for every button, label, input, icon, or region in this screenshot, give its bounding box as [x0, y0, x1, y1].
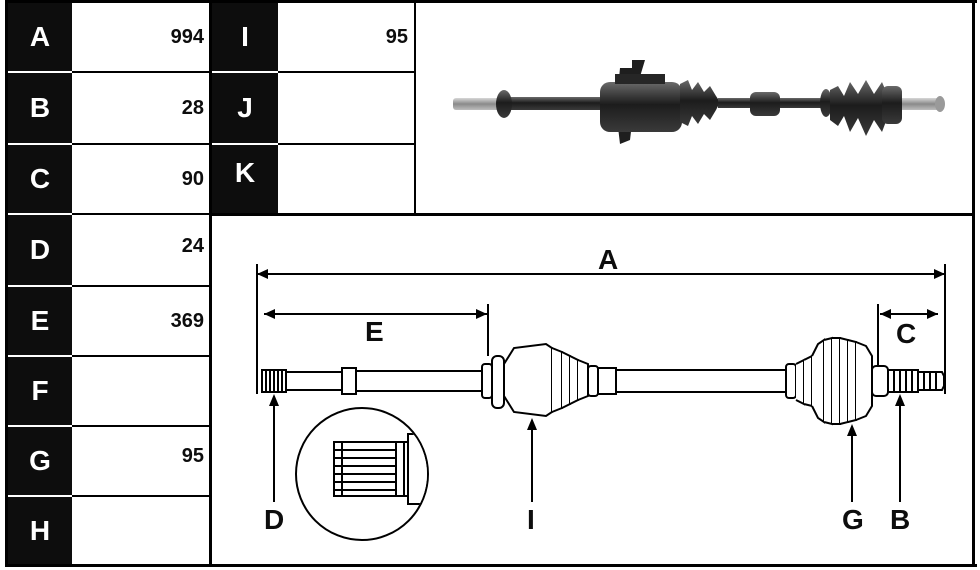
grid-line	[72, 213, 212, 215]
frame-bottom	[5, 564, 977, 567]
spec-label-j: J	[212, 73, 278, 143]
frame-top	[5, 0, 977, 3]
grid-line	[209, 3, 212, 564]
grid-line	[72, 425, 212, 427]
grid-line	[72, 143, 212, 145]
dim-label-b: B	[890, 504, 911, 535]
drive-shaft-drawing	[256, 264, 946, 541]
grid-line	[72, 355, 212, 357]
spec-label-i: I	[212, 3, 278, 71]
grid-line	[278, 71, 416, 73]
dim-label-i: I	[527, 504, 535, 535]
spec-label-d: D	[8, 215, 72, 285]
spec-value-e: 369	[170, 309, 204, 332]
spec-label-g: G	[8, 427, 72, 495]
spec-value-a: 994	[170, 25, 204, 48]
drive-shaft-photo	[453, 60, 945, 144]
grid-line	[278, 143, 416, 145]
spec-label-a: A	[8, 3, 72, 71]
grid-line	[72, 71, 212, 73]
spec-label-k: K	[212, 145, 278, 213]
frame-left	[5, 0, 8, 567]
spec-label-e: E	[8, 287, 72, 355]
grid-line	[414, 3, 416, 215]
spec-value-j	[278, 73, 414, 143]
spline-detail-magnifier	[295, 407, 429, 541]
dim-label-g: G	[842, 504, 864, 535]
dim-label-a: A	[598, 244, 619, 275]
spec-label-h: H	[8, 497, 72, 564]
spec-value-h	[72, 497, 210, 564]
spec-value-f	[72, 357, 210, 425]
frame-right	[972, 0, 975, 567]
spec-label-b: B	[8, 73, 72, 143]
grid-line	[72, 285, 212, 287]
dim-label-e: E	[365, 316, 384, 347]
spec-label-c: C	[8, 145, 72, 213]
spec-value-g: 95	[181, 445, 204, 467]
spec-value-i: 95	[385, 25, 408, 48]
spec-value-c: 90	[181, 167, 204, 190]
spec-value-d: 24	[181, 235, 204, 257]
spec-value-b: 28	[181, 96, 204, 119]
spec-label-f: F	[8, 357, 72, 425]
grid-line	[72, 495, 212, 497]
spec-value-k	[278, 145, 414, 213]
dim-label-d: D	[264, 504, 285, 535]
dim-label-c: C	[896, 318, 917, 349]
grid-line	[209, 213, 975, 216]
